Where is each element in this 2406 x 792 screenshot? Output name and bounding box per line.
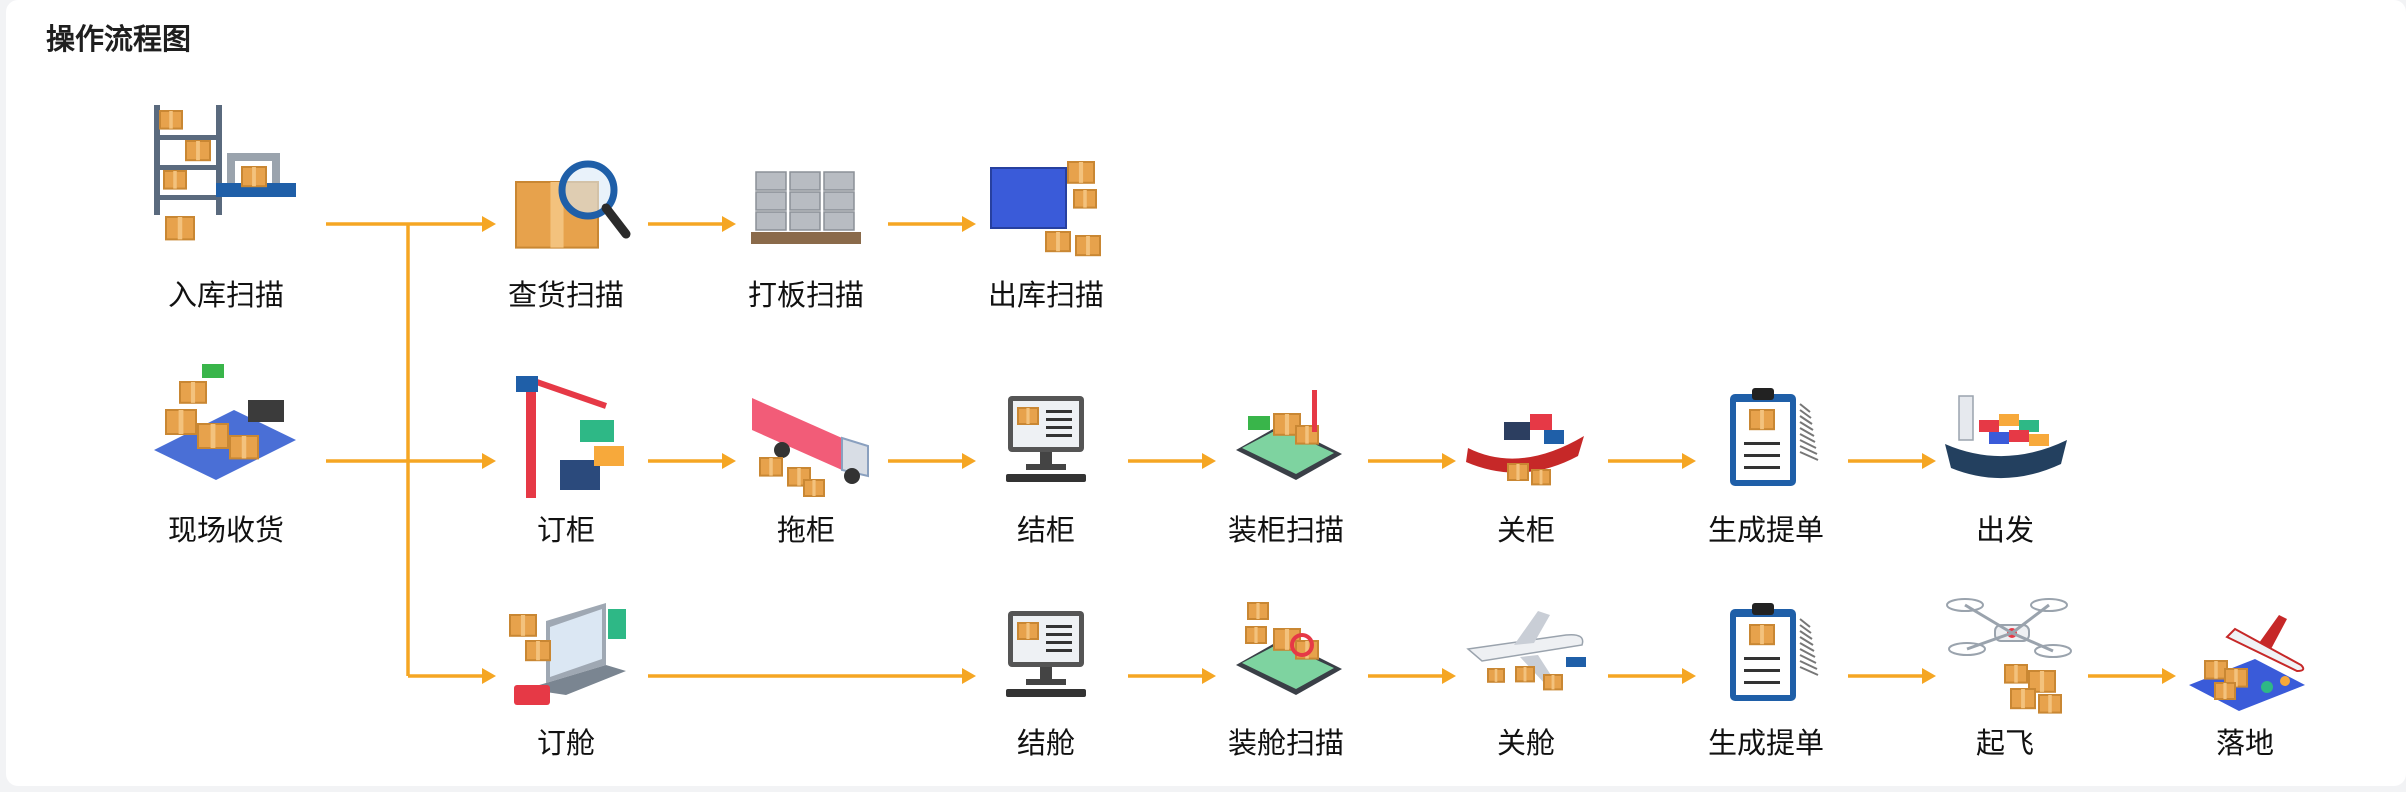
- arrow-air-3-head: [1442, 668, 1456, 684]
- container-unload-icon: [990, 161, 1101, 257]
- node-label-landing: 落地: [2215, 726, 2274, 760]
- arrow-sea-6-head: [1922, 453, 1936, 469]
- crane-container-icon: [516, 376, 624, 498]
- node-label-seal: 关柜: [1496, 513, 1555, 547]
- arrow-sea-5-head: [1682, 453, 1696, 469]
- node-label-check-scan: 查货扫描: [507, 278, 624, 312]
- node-label-book-container: 订柜: [536, 513, 595, 547]
- node-label-bl-air: 生成提单: [1707, 726, 1824, 760]
- node-label-onsite-receive: 现场收货: [167, 513, 284, 547]
- node-label-bl-sea: 生成提单: [1707, 513, 1824, 547]
- node-label-book-air: 订舱: [536, 726, 595, 760]
- drone-icon: [1946, 598, 2072, 714]
- arrow-to-book-container-head: [482, 453, 496, 469]
- arrow-air-5-head: [1922, 668, 1936, 684]
- tablet-loading-icon: [1236, 390, 1342, 480]
- node-label-cabin-scan: 装舱扫描: [1227, 726, 1344, 760]
- flow-card: 操作流程图 入库扫描现场收货查货扫描打板扫描出库扫描订柜拖柜结柜装柜扫描关柜生成…: [6, 0, 2406, 786]
- node-label-close-air: 结舱: [1016, 726, 1075, 760]
- pallet-stack-icon: [751, 171, 861, 244]
- node-label-depart: 出发: [1975, 513, 2034, 547]
- clipboard-icon: [1730, 388, 1819, 486]
- node-label-drayage: 拖柜: [776, 513, 835, 547]
- arrow-air-6-head: [2162, 668, 2176, 684]
- node-label-pallet-scan: 打板扫描: [747, 278, 864, 312]
- computer-icon: [1006, 611, 1086, 697]
- ship-loading-icon: [1466, 414, 1584, 486]
- warehouse-scan-icon: [154, 105, 296, 241]
- node-label-close-sea: 结柜: [1016, 513, 1075, 547]
- box-magnifier-icon: [515, 160, 631, 249]
- arrow-sea-4-head: [1442, 453, 1456, 469]
- airplane-loading-icon: [1466, 611, 1586, 691]
- arrow-to-book-air-head: [482, 668, 496, 684]
- page-title: 操作流程图: [46, 22, 192, 56]
- node-label-close-cabin: 关舱: [1496, 726, 1555, 760]
- truck-icon: [752, 398, 869, 497]
- arrow-air-1-head: [962, 668, 976, 684]
- arrow-sea-2-head: [962, 453, 976, 469]
- arrow-sea-1-head: [722, 453, 736, 469]
- flow-diagram: [154, 105, 2305, 714]
- tablet-scan-icon: [1236, 602, 1342, 695]
- arrow-air-4-head: [1682, 668, 1696, 684]
- node-label-inbound-scan: 入库扫描: [167, 278, 284, 312]
- arrow-check-to-pallet-head: [722, 216, 736, 232]
- cargo-ship-icon: [1945, 395, 2067, 479]
- laptop-booking-icon: [509, 603, 626, 705]
- arrow-pallet-to-outbound-head: [962, 216, 976, 232]
- clipboard-icon: [1730, 603, 1819, 701]
- arrow-air-2-head: [1202, 668, 1216, 684]
- arrow-to-check-scan-head: [482, 216, 496, 232]
- node-label-load-scan: 装柜扫描: [1227, 513, 1344, 547]
- arrow-sea-3-head: [1202, 453, 1216, 469]
- node-label-outbound-scan: 出库扫描: [987, 278, 1104, 312]
- computer-icon: [1006, 396, 1086, 482]
- plane-landing-icon: [2189, 615, 2305, 711]
- node-label-takeoff: 起飞: [1975, 726, 2034, 760]
- goods-receiving-icon: [154, 364, 296, 480]
